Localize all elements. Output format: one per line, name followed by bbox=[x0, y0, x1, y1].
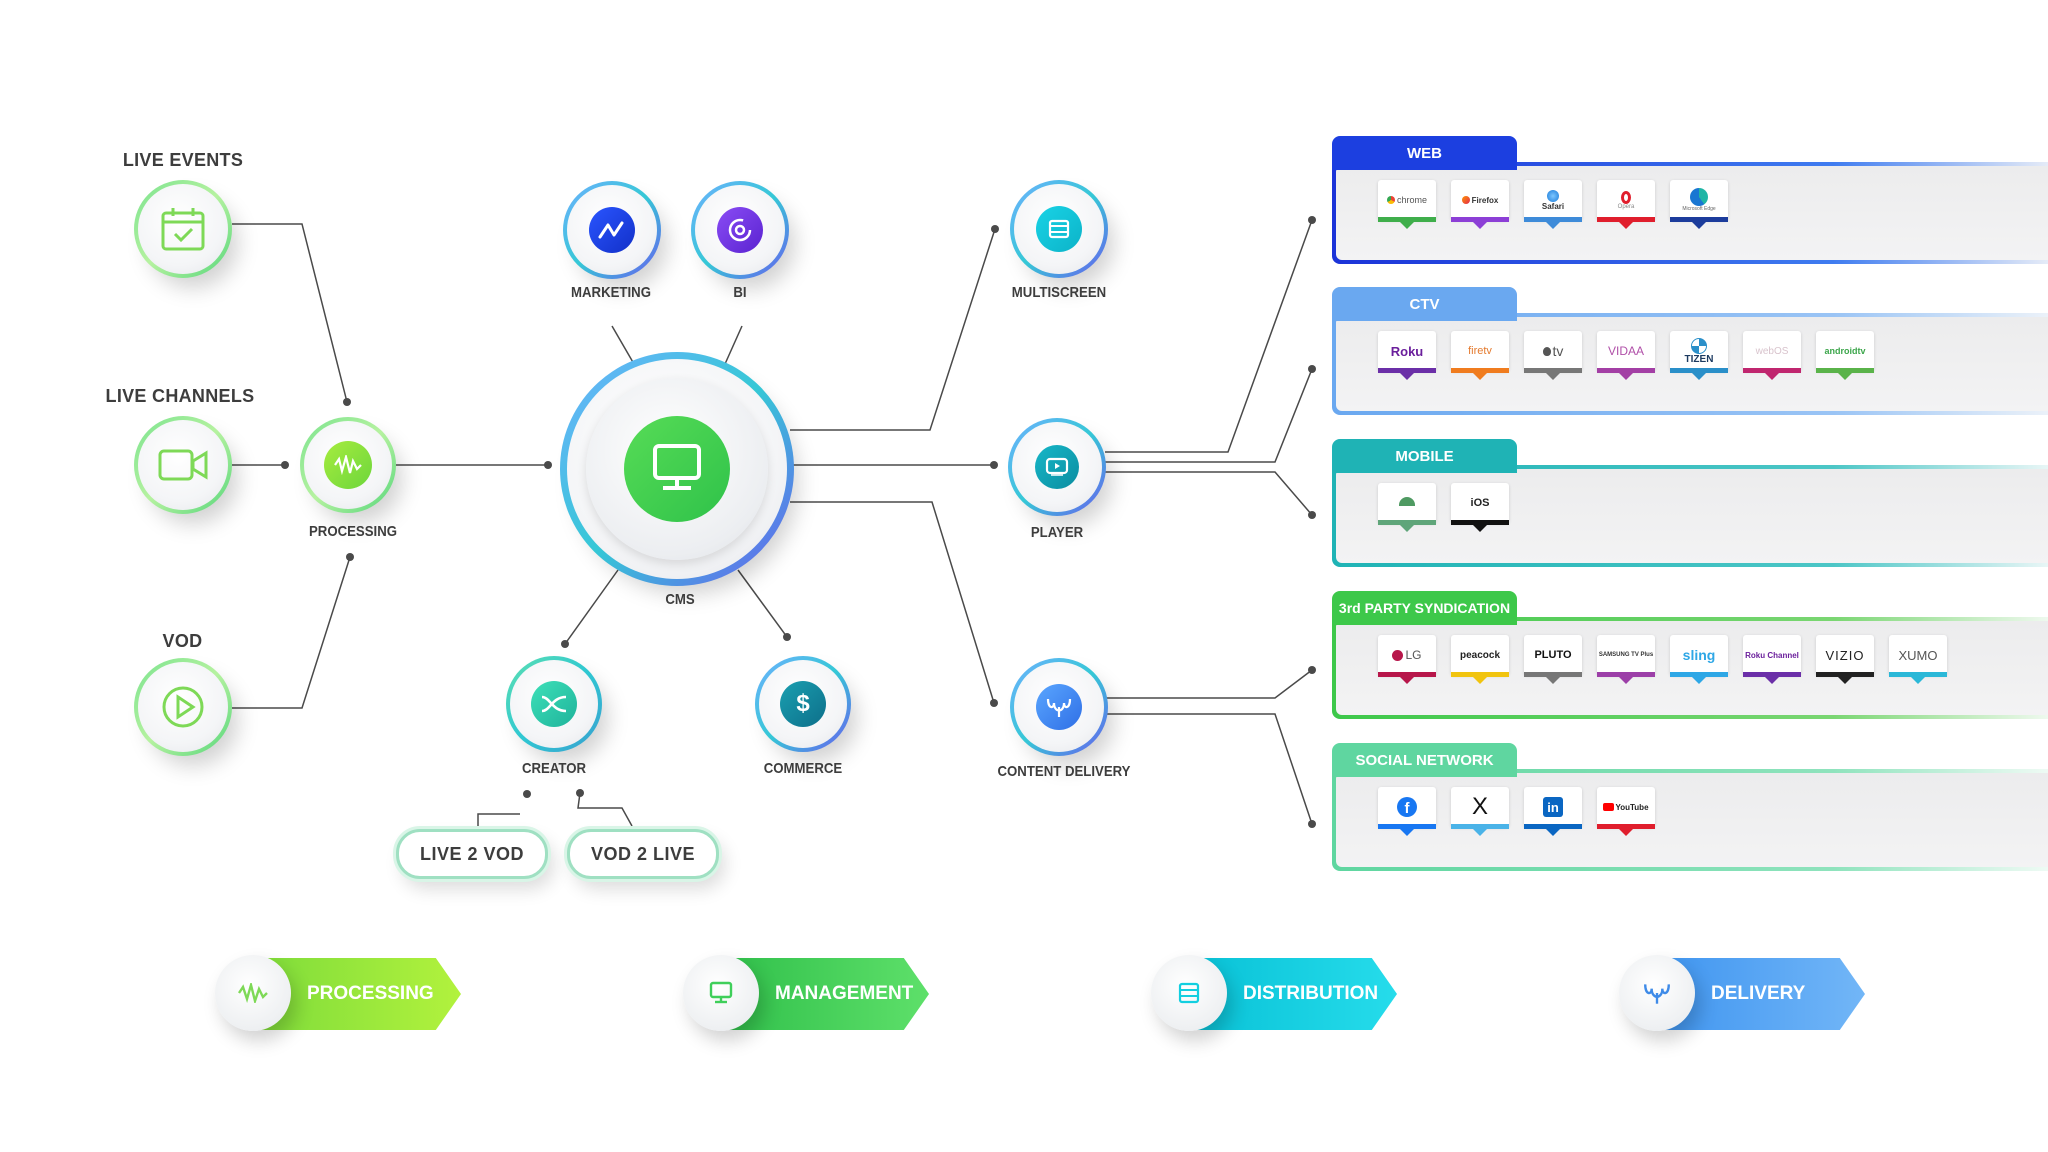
play-icon bbox=[162, 686, 204, 728]
multiscreen-node[interactable] bbox=[1010, 180, 1108, 278]
logo-tizen[interactable]: TIZEN bbox=[1670, 331, 1728, 380]
screens-icon bbox=[1178, 982, 1200, 1004]
logo-roku[interactable]: Roku bbox=[1378, 331, 1436, 380]
apple-icon bbox=[1542, 346, 1551, 356]
trend-icon bbox=[598, 221, 624, 239]
panel-ctv-title: CTV bbox=[1332, 287, 1517, 321]
logo-samsung-tv-plus[interactable]: SAMSUNG TV Plus bbox=[1597, 635, 1655, 684]
monitor-icon bbox=[653, 444, 701, 490]
waveform-icon bbox=[334, 455, 362, 475]
logo-pluto[interactable]: PLUTO bbox=[1524, 635, 1582, 684]
player-node[interactable] bbox=[1008, 418, 1106, 516]
live-2-vod-pill[interactable]: LIVE 2 VOD bbox=[396, 829, 548, 879]
linkedin-icon: in bbox=[1543, 797, 1563, 817]
logo-firefox[interactable]: Firefox bbox=[1451, 180, 1509, 229]
logo-vidaa[interactable]: VIDAA bbox=[1597, 331, 1655, 380]
multiscreen-label: MULTISCREEN bbox=[1011, 284, 1107, 301]
logo-xumo[interactable]: XUMO bbox=[1889, 635, 1947, 684]
logo-webos[interactable]: webOS bbox=[1743, 331, 1801, 380]
vod-node[interactable] bbox=[134, 658, 232, 756]
live-channels-node[interactable] bbox=[134, 416, 232, 514]
vod-2-live-pill[interactable]: VOD 2 LIVE bbox=[567, 829, 719, 879]
tizen-icon bbox=[1691, 337, 1707, 354]
panel-ctv: CTV Roku firetv tv VIDAA TIZEN webOS and… bbox=[1332, 287, 2048, 422]
monitor-icon bbox=[709, 981, 733, 1004]
panel-web: WEB chrome Firefox Safari Opera Microsof… bbox=[1332, 136, 2048, 271]
vod-label: VOD bbox=[162, 631, 203, 651]
logo-facebook[interactable]: f bbox=[1378, 787, 1436, 836]
cms-node[interactable] bbox=[560, 352, 794, 586]
live-channels-label: LIVE CHANNELS bbox=[105, 386, 255, 406]
player-screen-icon bbox=[1045, 457, 1069, 476]
panel-social-title: SOCIAL NETWORK bbox=[1332, 743, 1517, 777]
live-events-node[interactable] bbox=[134, 180, 232, 278]
delivery-icon bbox=[1644, 984, 1670, 1004]
logo-roku-channel[interactable]: Roku Channel bbox=[1743, 635, 1801, 684]
processing-label: PROCESSING bbox=[308, 523, 398, 540]
bi-label: BI bbox=[733, 284, 747, 301]
video-camera-icon bbox=[158, 449, 208, 481]
panel-mobile: MOBILE android iOS bbox=[1332, 439, 2048, 574]
logo-androidtv[interactable]: androidtv bbox=[1816, 331, 1874, 380]
logo-opera[interactable]: Opera bbox=[1597, 180, 1655, 229]
logo-vizio[interactable]: VIZIO bbox=[1816, 635, 1874, 684]
cms-label: CMS bbox=[665, 591, 695, 608]
logo-x[interactable]: X bbox=[1451, 787, 1509, 836]
calendar-check-icon bbox=[161, 208, 205, 251]
logo-safari[interactable]: Safari bbox=[1524, 180, 1582, 229]
bi-node[interactable] bbox=[691, 181, 789, 279]
panel-social: SOCIAL NETWORK f X in YouTube bbox=[1332, 743, 2048, 878]
logo-firetv[interactable]: firetv bbox=[1451, 331, 1509, 380]
player-label: PLAYER bbox=[1030, 524, 1084, 541]
logo-chrome[interactable]: chrome bbox=[1378, 180, 1436, 229]
logo-lg[interactable]: LG bbox=[1378, 635, 1436, 684]
panel-web-title: WEB bbox=[1332, 136, 1517, 170]
delivery-icon bbox=[1046, 698, 1072, 717]
commerce-label: COMMERCE bbox=[763, 760, 843, 777]
panel-mobile-title: MOBILE bbox=[1332, 439, 1517, 473]
creator-node[interactable] bbox=[506, 656, 602, 752]
youtube-icon bbox=[1603, 803, 1615, 811]
logo-android[interactable]: android bbox=[1378, 483, 1436, 532]
marketing-label: MARKETING bbox=[571, 284, 651, 301]
content-delivery-label: CONTENT DELIVERY bbox=[997, 763, 1131, 780]
logo-peacock[interactable]: peacock bbox=[1451, 635, 1509, 684]
logo-linkedin[interactable]: in bbox=[1524, 787, 1582, 836]
commerce-node[interactable]: $ bbox=[755, 656, 851, 752]
logo-sling[interactable]: sling bbox=[1670, 635, 1728, 684]
creator-label: CREATOR bbox=[521, 760, 587, 777]
legend-delivery: DELIVERY bbox=[1619, 955, 1869, 1031]
dollar-icon: $ bbox=[796, 690, 810, 717]
content-delivery-node[interactable] bbox=[1010, 658, 1108, 756]
panel-syndication-title: 3rd PARTY SYNDICATION bbox=[1332, 591, 1517, 625]
android-icon bbox=[1399, 497, 1415, 506]
analytics-icon bbox=[728, 218, 752, 242]
screens-icon bbox=[1048, 219, 1070, 239]
logo-apple-tv[interactable]: tv bbox=[1524, 331, 1582, 380]
logo-edge[interactable]: Microsoft Edge bbox=[1670, 180, 1728, 229]
processing-node[interactable] bbox=[300, 417, 396, 513]
waveform-icon bbox=[238, 983, 268, 1003]
legend-processing: PROCESSING bbox=[215, 955, 465, 1031]
live-events-label: LIVE EVENTS bbox=[122, 150, 244, 170]
legend-management: MANAGEMENT bbox=[683, 955, 933, 1031]
panel-syndication: 3rd PARTY SYNDICATION LG peacock PLUTO S… bbox=[1332, 591, 2048, 726]
marketing-node[interactable] bbox=[563, 181, 661, 279]
shuffle-icon bbox=[541, 695, 567, 713]
logo-ios[interactable]: iOS bbox=[1451, 483, 1509, 532]
logo-youtube[interactable]: YouTube bbox=[1597, 787, 1655, 836]
legend-distribution: DISTRIBUTION bbox=[1151, 955, 1401, 1031]
facebook-icon: f bbox=[1397, 797, 1417, 817]
